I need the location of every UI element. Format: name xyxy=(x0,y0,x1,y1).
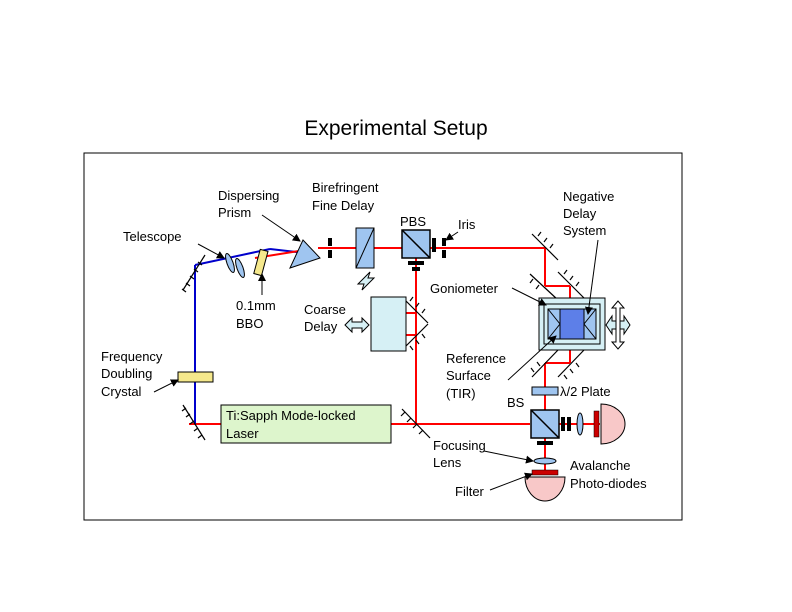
mirror-nd-top xyxy=(531,231,559,261)
iris-block-1 xyxy=(328,238,332,246)
pbs-cube xyxy=(401,229,436,271)
label-pbs: PBS xyxy=(400,214,426,229)
dispersing-prism xyxy=(289,239,321,269)
label-reference-3: (TIR) xyxy=(446,386,476,401)
blue-beam-to-telescope xyxy=(194,248,271,266)
mirror-nd-4 xyxy=(557,349,585,380)
pointer-prism xyxy=(261,214,301,242)
mirror-bottom-center xyxy=(400,408,431,439)
fine-delay-arrow xyxy=(356,271,376,291)
label-reference-2: Surface xyxy=(446,368,491,383)
label-bs: BS xyxy=(507,395,525,410)
label-half-wave: λ/2 Plate xyxy=(560,384,611,399)
pointer-telescope xyxy=(197,243,225,259)
coarse-delay-arrow xyxy=(344,316,370,334)
label-dispersing-1: Dispersing xyxy=(218,188,279,203)
label-avalanche-2: Photo-diodes xyxy=(570,476,647,491)
goniometer xyxy=(538,297,606,351)
label-frequency-2: Doubling xyxy=(101,366,152,381)
mirror-top-left xyxy=(181,254,206,293)
pointer-filter xyxy=(489,472,533,491)
label-birefringent-1: Birefringent xyxy=(312,180,379,195)
goniometer-arrows xyxy=(605,300,631,350)
label-frequency-3: Crystal xyxy=(101,384,142,399)
label-bbo-1: 0.1mm xyxy=(236,298,276,313)
pointer-goniometer xyxy=(511,287,547,306)
label-iris: Iris xyxy=(458,217,476,232)
bottom-photodiode xyxy=(524,476,566,502)
iris-block-3 xyxy=(442,238,446,246)
half-wave-plate xyxy=(531,386,559,396)
label-birefringent-2: Fine Delay xyxy=(312,198,375,213)
iris-block-4 xyxy=(442,250,446,258)
bottom-filter xyxy=(531,469,559,476)
label-bbo-2: BBO xyxy=(236,316,263,331)
label-reference-1: Reference xyxy=(446,351,506,366)
mirror-bottom-left xyxy=(181,404,206,441)
label-negative-1: Negative xyxy=(563,189,614,204)
bottom-focusing-lens xyxy=(533,457,557,465)
mirror-nd-2 xyxy=(529,273,559,301)
label-dispersing-2: Prism xyxy=(218,205,251,220)
label-focusing-1: Focusing xyxy=(433,438,486,453)
label-laser-1: Ti:Sapph Mode-locked xyxy=(226,408,356,423)
label-avalanche-1: Avalanche xyxy=(570,458,630,473)
mirror-nd-3 xyxy=(557,269,585,299)
pointer-focusing xyxy=(483,450,534,464)
pointer-frequency xyxy=(153,379,179,393)
pointer-reference xyxy=(507,335,557,381)
right-focusing-lens xyxy=(576,412,584,436)
label-coarse-2: Delay xyxy=(304,319,338,334)
label-frequency-1: Frequency xyxy=(101,349,163,364)
bs-cube xyxy=(530,409,571,445)
right-filter xyxy=(593,410,600,438)
page-title: Experimental Setup xyxy=(304,117,488,140)
label-telescope: Telescope xyxy=(123,229,182,244)
telescope-lens-2 xyxy=(235,258,245,278)
frequency-doubling-crystal xyxy=(177,371,214,383)
bbo-crystal xyxy=(253,248,269,277)
laser-box xyxy=(220,404,392,444)
iris-block-2 xyxy=(328,250,332,258)
pointer-iris xyxy=(445,231,459,241)
label-laser-2: Laser xyxy=(226,426,259,441)
label-coarse-1: Coarse xyxy=(304,302,346,317)
mirror-coarse-2 xyxy=(403,323,429,351)
right-photodiode xyxy=(600,403,626,445)
diagram-frame xyxy=(83,152,683,521)
mirror-nd-5 xyxy=(530,349,559,378)
birefringent-fine-delay xyxy=(355,227,375,269)
mirror-coarse-1 xyxy=(403,296,429,324)
label-negative-2: Delay xyxy=(563,206,597,221)
label-goniometer: Goniometer xyxy=(430,281,499,296)
label-focusing-2: Lens xyxy=(433,455,462,470)
label-filter: Filter xyxy=(455,484,485,499)
coarse-delay-stage xyxy=(370,296,407,352)
label-negative-3: System xyxy=(563,223,606,238)
pointer-negative-delay xyxy=(584,239,599,315)
telescope-lens-1 xyxy=(225,253,235,273)
